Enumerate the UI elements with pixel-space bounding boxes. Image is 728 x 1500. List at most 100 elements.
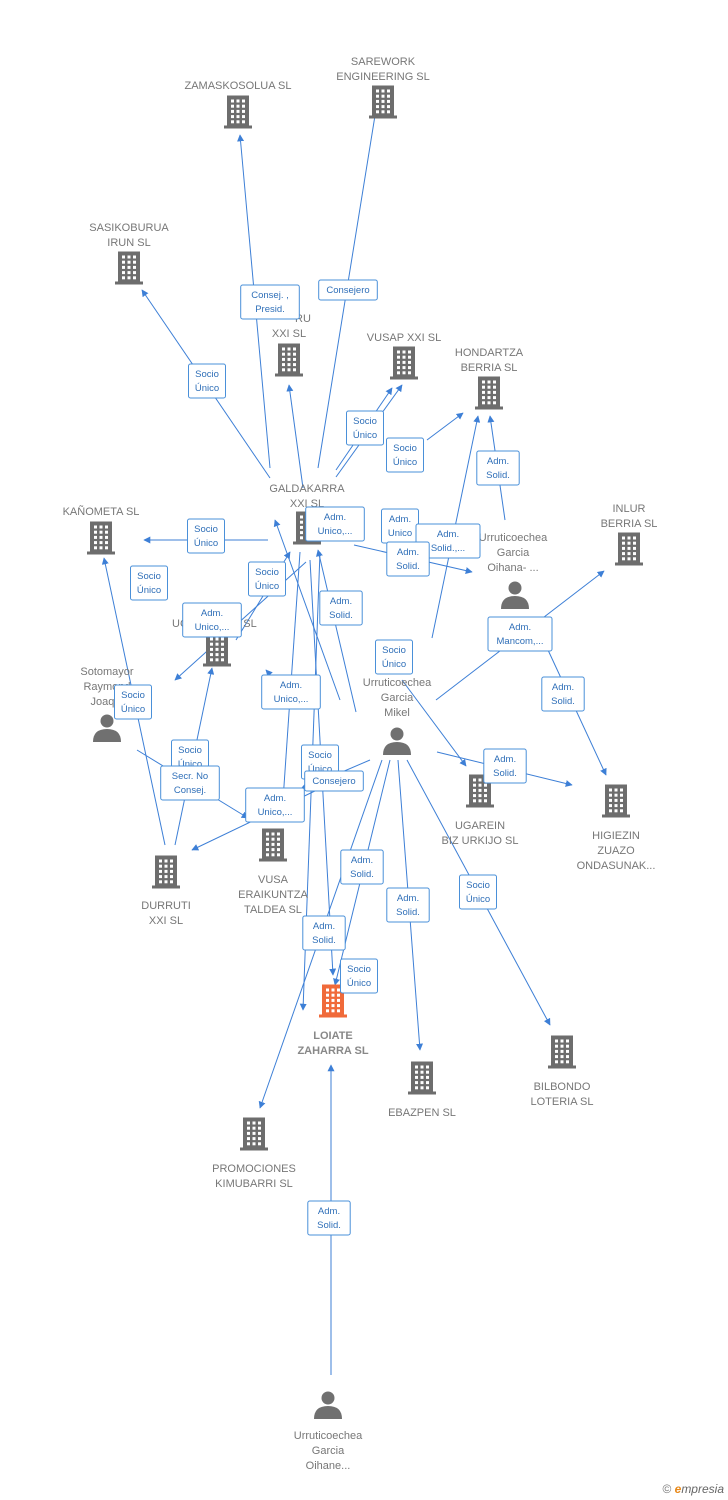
node-label: BERRIA SL: [461, 362, 518, 374]
building-icon: [319, 984, 347, 1018]
relation-label-text: Adm.: [264, 793, 286, 804]
node-label: EBAZPEN SL: [388, 1107, 456, 1119]
relation-label-text: Único: [382, 659, 406, 670]
building-icon: [259, 828, 287, 862]
relation-label-text: Unico,...: [258, 807, 293, 818]
node-ugarein[interactable]: UGAREIN BIZ URKIJO SL: [441, 774, 519, 848]
relation-label[interactable]: Consejero: [304, 770, 364, 792]
node-kanometa[interactable]: KAÑOMETA SL: [63, 505, 140, 555]
relation-label[interactable]: Adm.Solid.: [386, 887, 430, 923]
node-oihana[interactable]: UrruticoecheaGarciaOihana- ...: [479, 532, 548, 609]
relation-label[interactable]: Adm.Solid.: [483, 748, 527, 784]
relation-edge: [316, 549, 357, 713]
node-label: Sotomayor: [80, 666, 134, 678]
relation-label-text: Unico,...: [274, 694, 309, 705]
relation-label-text: Socio: [308, 750, 332, 761]
relation-label[interactable]: Adm.Solid.: [319, 590, 363, 626]
building-icon: [602, 784, 630, 818]
relation-label[interactable]: Adm.Solid.: [476, 450, 520, 486]
node-label: VUSAP XXI SL: [367, 332, 441, 344]
relation-label-text: Adm.: [330, 596, 352, 607]
relation-label-text: Solid.: [312, 935, 336, 946]
node-label: KIMUBARRI SL: [215, 1178, 293, 1190]
relation-label-text: Adm.: [324, 512, 346, 523]
node-label: BIZ URKIJO SL: [441, 835, 518, 847]
node-label: BILBONDO: [534, 1081, 591, 1093]
relation-label[interactable]: Adm.Mancom,...: [487, 616, 553, 652]
relation-label[interactable]: Adm.Solid.: [302, 915, 346, 951]
empresia-logo[interactable]: © empresia: [662, 1482, 724, 1496]
node-label: SL: [243, 618, 256, 630]
relation-label-text: Único: [194, 538, 218, 549]
relation-label-text: Adm.: [397, 547, 419, 558]
node-label: PROMOCIONES: [212, 1163, 296, 1175]
building-icon: [369, 85, 397, 119]
relation-label-text: Único: [121, 704, 145, 715]
relation-label[interactable]: Adm.Solid.: [541, 676, 585, 712]
relation-label-text: Adm.: [509, 622, 531, 633]
node-label: KAÑOMETA SL: [63, 505, 140, 518]
relation-label[interactable]: Adm.Unico: [381, 508, 419, 544]
relation-label[interactable]: Adm.Solid.,...: [415, 523, 481, 559]
relation-label[interactable]: Consej. ,Presid.: [240, 284, 300, 320]
relation-label-text: Socio: [195, 369, 219, 380]
relation-label[interactable]: Adm.Solid.: [386, 541, 430, 577]
relation-label[interactable]: Adm.Unico,...: [182, 602, 242, 638]
relation-label[interactable]: Adm.Unico,...: [305, 506, 365, 542]
relation-label-text: Socio: [255, 567, 279, 578]
node-hondartza[interactable]: HONDARTZA BERRIA SL: [455, 347, 524, 410]
node-zamaskosolua[interactable]: ZAMASKOSOLUA SL: [185, 80, 292, 129]
relation-edge: [547, 649, 607, 776]
relation-label-text: Único: [137, 585, 161, 596]
node-higiezin[interactable]: HIGIEZINZUAZOONDASUNAK...: [577, 784, 656, 873]
relation-label[interactable]: Adm.Unico,...: [261, 674, 321, 710]
person-icon: [93, 714, 121, 742]
node-label: HONDARTZA: [455, 347, 524, 359]
relation-label-text: Unico,...: [195, 622, 230, 633]
relation-label[interactable]: Consejero: [318, 279, 378, 301]
node-label: UGAREIN: [455, 820, 505, 832]
building-icon: [224, 95, 252, 129]
node-ebazpen[interactable]: EBAZPEN SL: [388, 1061, 456, 1120]
relation-label-text: Único: [466, 894, 490, 905]
node-label: ZUAZO: [597, 845, 635, 857]
building-icon: [275, 343, 303, 377]
building-icon: [115, 251, 143, 285]
person-icon: [383, 727, 411, 755]
relation-label-text: Consejero: [312, 776, 355, 787]
relation-label-text: Solid.: [486, 470, 510, 481]
relation-label[interactable]: Adm. Unico,...: [245, 787, 305, 823]
relation-label-text: Solid.,...: [431, 543, 465, 554]
relation-label[interactable]: Adm.Solid.: [307, 1200, 351, 1236]
node-label: Garcia: [381, 692, 414, 704]
node-label: Urruticoechea: [479, 532, 548, 544]
node-promociones[interactable]: PROMOCIONES KIMUBARRI SL: [212, 1117, 296, 1191]
node-vusap[interactable]: VUSAP XXI SL: [367, 332, 441, 380]
relation-label[interactable]: Adm.Solid.: [340, 849, 384, 885]
node-oihane[interactable]: UrruticoecheaGarciaOihane...: [294, 1391, 363, 1473]
relation-label-text: Socio: [393, 443, 417, 454]
relation-label-text: Adm.: [389, 514, 411, 525]
